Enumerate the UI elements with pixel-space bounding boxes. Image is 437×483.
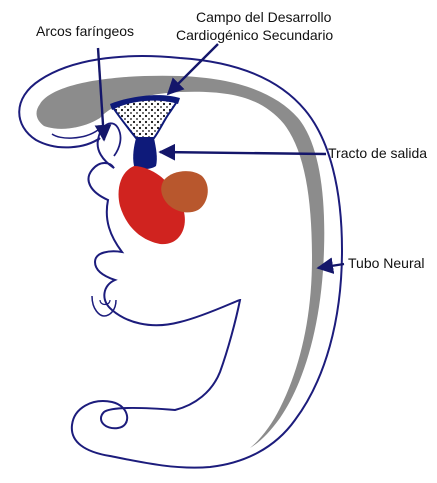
label-outflow-tract: Tracto de salida (328, 145, 427, 161)
label-neural-tube: Tubo Neural (348, 255, 425, 271)
pharyngeal-arch-contour (98, 123, 121, 156)
neural-tube-inner-line (52, 130, 98, 138)
label-pharyngeal-arches: Arcos faríngeos (36, 23, 134, 39)
label-second-heart-field-line2: Cardiogénico Secundario (176, 27, 333, 43)
outflow-tract (133, 138, 157, 169)
neural-tube-band (37, 76, 325, 448)
label-second-heart-field-line1: Campo del Desarrollo (196, 9, 332, 25)
